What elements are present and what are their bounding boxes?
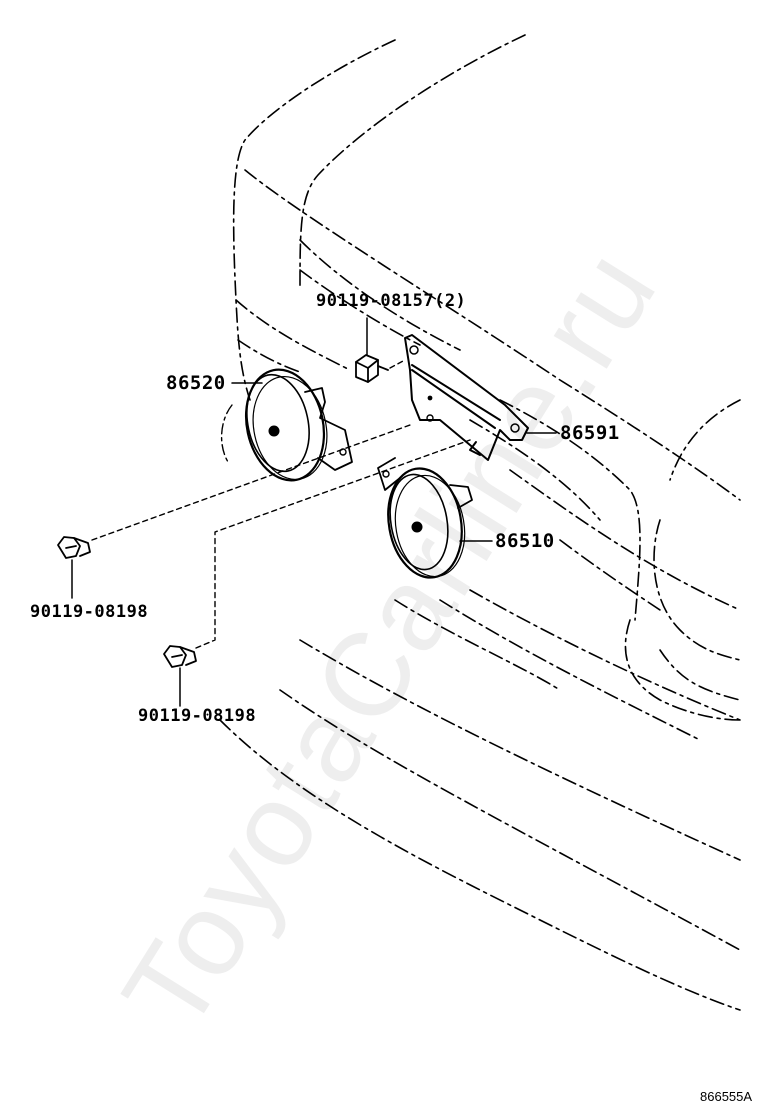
bolt-lower-90119-08198 (163, 645, 197, 668)
nut-90119-08157 (355, 354, 389, 383)
label-86510: 86510 (495, 530, 555, 552)
bolt-upper-90119-08198 (57, 536, 91, 559)
horn-86520 (220, 368, 353, 482)
label-90119-08157: 90119-08157(2) (316, 291, 467, 311)
label-86520: 86520 (166, 372, 226, 394)
illustration-code: 866555A (700, 1089, 753, 1104)
vehicle-body-outline (219, 34, 741, 1011)
label-90119-08198-upper: 90119-08198 (30, 602, 149, 622)
leader-lines (71, 317, 557, 707)
label-86591: 86591 (560, 422, 620, 444)
label-90119-08198-lower: 90119-08198 (138, 706, 257, 726)
horn-86510 (377, 457, 473, 579)
assembly-lines (91, 359, 471, 649)
bracket-86591 (404, 334, 529, 461)
